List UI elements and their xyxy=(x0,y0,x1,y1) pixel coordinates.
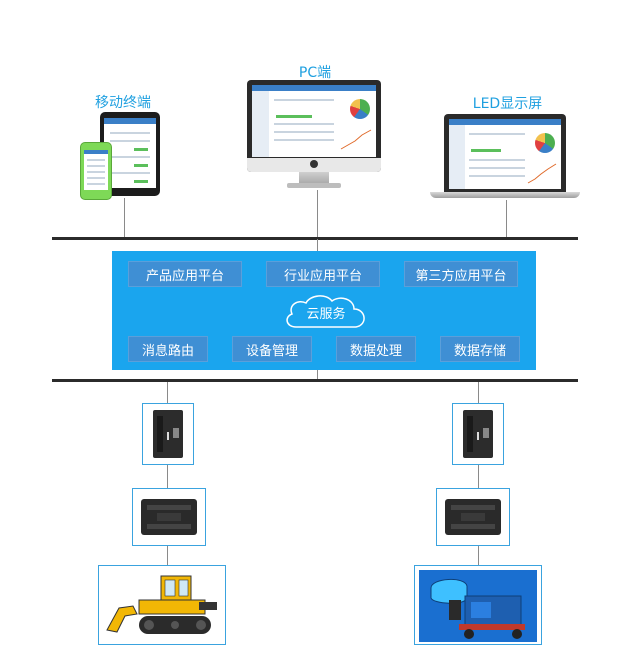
device-management-box: 设备管理 xyxy=(232,336,312,362)
mobile-devices-icon xyxy=(80,112,164,200)
right-gateway-frame xyxy=(452,403,504,465)
led-connector xyxy=(506,200,507,238)
left-chain-connector-2 xyxy=(167,465,168,489)
left-machine-frame xyxy=(98,565,226,645)
message-routing-box: 消息路由 xyxy=(128,336,208,362)
right-plc-frame xyxy=(436,488,510,546)
right-chain-connector-1 xyxy=(478,382,479,404)
left-chain-connector-1 xyxy=(167,382,168,404)
cloud-service-label: 云服务 xyxy=(306,307,346,322)
pc-label: PC端 xyxy=(298,65,332,81)
pc-connector xyxy=(317,190,318,238)
plc-controller-icon xyxy=(141,499,197,535)
phone-icon xyxy=(80,142,112,200)
led-display-label: LED显示屏 xyxy=(472,96,543,112)
bulldozer-image xyxy=(106,575,217,634)
gateway-module-icon xyxy=(153,410,183,458)
top-bus-line xyxy=(52,237,578,240)
cloud-top-connector xyxy=(317,239,318,251)
left-plc-frame xyxy=(132,488,206,546)
left-gateway-frame xyxy=(142,403,194,465)
mobile-terminal-label: 移动终端 xyxy=(95,95,151,111)
plc-controller-icon xyxy=(445,499,501,535)
cloud-platform-panel: 产品应用平台 行业应用平台 第三方应用平台 云服务 消息路由 设备管理 数据处理… xyxy=(112,251,536,370)
mobile-connector xyxy=(124,198,125,238)
product-app-platform-box: 产品应用平台 xyxy=(128,261,242,287)
right-chain-connector-3 xyxy=(478,546,479,566)
cloud-service-icon xyxy=(286,295,365,328)
third-party-app-platform-box: 第三方应用平台 xyxy=(404,261,518,287)
apple-logo-icon xyxy=(310,160,318,168)
fog-cannon-truck-image xyxy=(419,570,537,642)
industry-app-platform-box: 行业应用平台 xyxy=(266,261,380,287)
bottom-bus-line xyxy=(52,379,578,382)
right-chain-connector-2 xyxy=(478,465,479,489)
cloud-bottom-connector xyxy=(317,370,318,380)
led-display-icon xyxy=(430,114,580,200)
left-chain-connector-3 xyxy=(167,546,168,566)
pc-monitor-icon xyxy=(247,80,381,192)
right-machine-frame xyxy=(414,565,542,645)
data-processing-box: 数据处理 xyxy=(336,336,416,362)
data-storage-box: 数据存储 xyxy=(440,336,520,362)
gateway-module-icon xyxy=(463,410,493,458)
